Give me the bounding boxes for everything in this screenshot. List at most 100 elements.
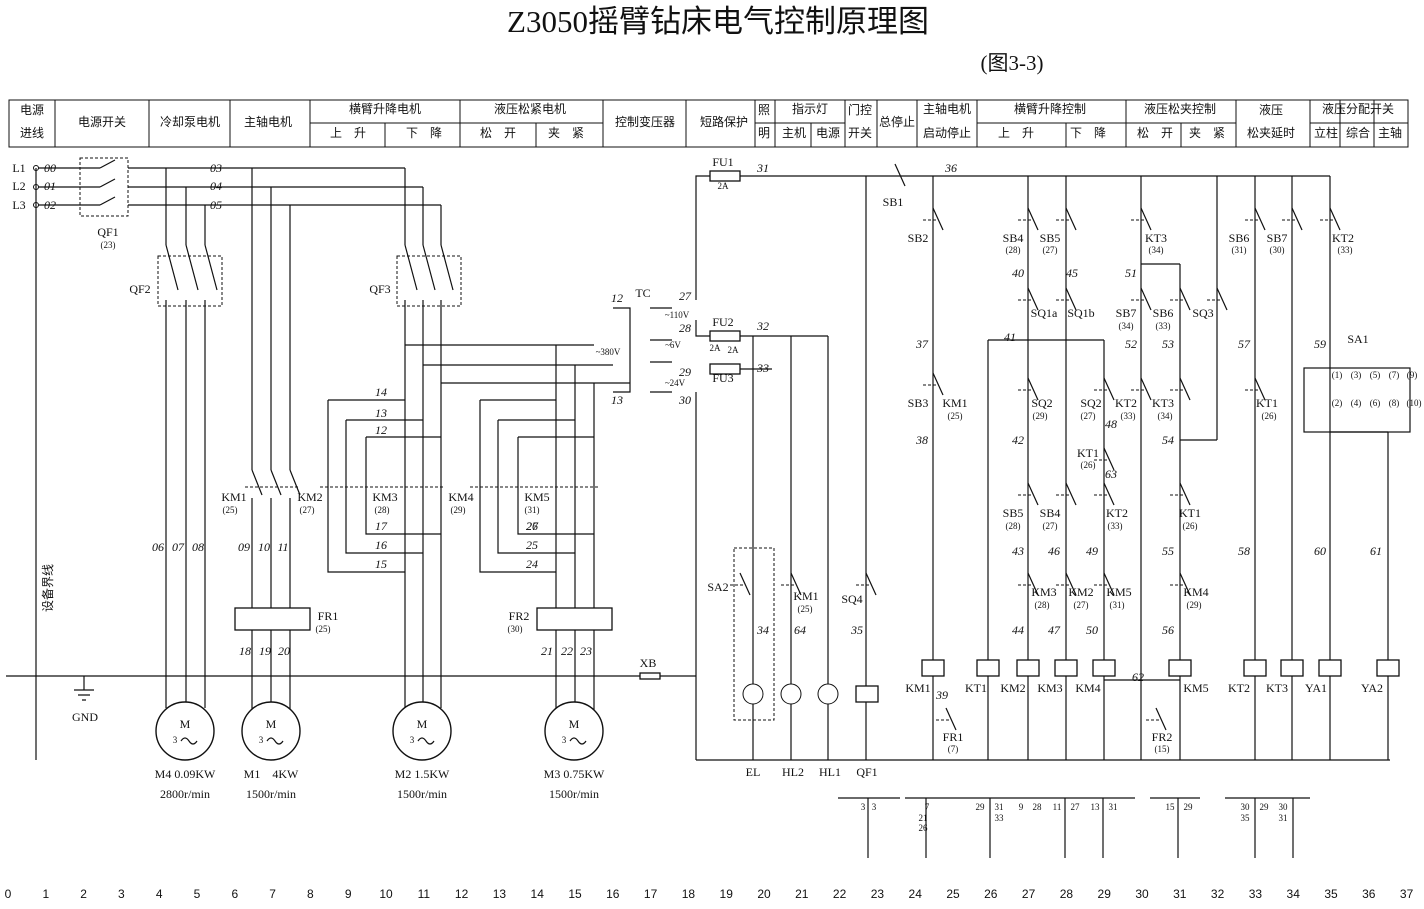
component-label: SB6 [1229, 231, 1250, 245]
cross-reference: 30 [1279, 802, 1289, 812]
wire-number: 44 [1012, 623, 1024, 637]
wire-number: 20 [278, 644, 290, 658]
wire-number: 50 [1086, 623, 1098, 637]
wire-number: 24 [526, 557, 538, 571]
component-label: SB5 [1040, 231, 1061, 245]
component-label: KT2 [1228, 681, 1250, 695]
reference-number: ~24V [665, 378, 686, 388]
wire-number: 47 [1048, 623, 1061, 637]
motor-rating: M1 4KW [244, 767, 299, 781]
phase-label: L1 [12, 161, 25, 175]
motor-speed: 1500r/min [246, 787, 296, 801]
wire-number: 15 [375, 557, 387, 571]
column-number: 19 [720, 887, 734, 901]
cross-reference: 33 [995, 813, 1005, 823]
wire-number: 12 [611, 291, 623, 305]
reference-number: (27) [1043, 245, 1058, 255]
cross-reference: 31 [1279, 813, 1288, 823]
motor-speed: 1500r/min [549, 787, 599, 801]
sa1-position: (10) [1407, 398, 1422, 408]
component-label: SQ2 [1080, 396, 1101, 410]
column-number: 8 [307, 887, 314, 901]
wire-number: 32 [756, 319, 769, 333]
component-label: KT3 [1145, 231, 1167, 245]
diagram-subtitle: (图3-3) [981, 51, 1044, 75]
column-number: 34 [1287, 887, 1301, 901]
motor-letter: M [180, 717, 191, 731]
component-label: KM1 [905, 681, 930, 695]
header-top-cell: 门控 [848, 102, 872, 117]
wire-number: 19 [259, 644, 271, 658]
cross-reference: 29 [1260, 802, 1270, 812]
cross-reference: 31 [995, 802, 1004, 812]
reference-number: (26) [1183, 521, 1198, 531]
header-bottom-cell: 夹 紧 [1189, 126, 1225, 140]
header-top-cell: 照 [758, 103, 770, 117]
motor-symbol [241, 701, 301, 761]
reference-number: (28) [1035, 600, 1050, 610]
wire-number: 56 [1162, 623, 1174, 637]
column-number: 31 [1173, 887, 1187, 901]
wire-number: 12 [375, 423, 387, 437]
cross-reference: 28 [1033, 802, 1043, 812]
wire-number: 43 [1012, 544, 1024, 558]
ac-symbol [417, 737, 435, 745]
component-label: KM3 [1031, 585, 1056, 599]
component-label: SQ1a [1031, 306, 1058, 320]
column-number: 23 [871, 887, 885, 901]
wire-number: 16 [375, 538, 387, 552]
reference-number: (25) [223, 505, 238, 515]
wire-number: 51 [1125, 266, 1137, 280]
cross-reference: 26 [919, 823, 929, 833]
wire-number: 07 [172, 540, 185, 554]
component-label: QF2 [129, 282, 150, 296]
ac-symbol [569, 737, 587, 745]
component-label: KM4 [1183, 585, 1208, 599]
ac-symbol [180, 737, 198, 745]
component-label: EL [746, 765, 761, 779]
header-bottom-cell: 夹 紧 [548, 126, 584, 140]
cross-reference: 29 [1184, 802, 1194, 812]
column-number: 7 [269, 887, 276, 901]
wire-number: 52 [1125, 337, 1137, 351]
component-label: KM1 [942, 396, 967, 410]
component-label: SB4 [1040, 506, 1061, 520]
column-number: 4 [156, 887, 163, 901]
component-label: TC [635, 286, 650, 300]
cross-reference: 27 [1071, 802, 1081, 812]
component-label: SQ2 [1031, 396, 1052, 410]
header-top-cell: 液压松夹控制 [1144, 101, 1216, 116]
header-top-cell: 横臂升降控制 [1014, 102, 1086, 116]
column-number: 37 [1400, 887, 1414, 901]
component-label: KM4 [448, 490, 473, 504]
component-label: HL1 [819, 765, 841, 779]
component-label: KM3 [1037, 681, 1062, 695]
sa1-position: (2) [1332, 398, 1343, 408]
component-label: SB5 [1003, 506, 1024, 520]
component-label: KM2 [297, 490, 322, 504]
reference-number: (30) [508, 624, 523, 634]
reference-number: (33) [1338, 245, 1353, 255]
wire-number: 23 [580, 644, 592, 658]
cross-reference: 9 [1019, 802, 1024, 812]
header-top-cell: 控制变压器 [615, 114, 675, 129]
column-number: 0 [5, 887, 12, 901]
component-label: KT1 [1256, 396, 1278, 410]
reference-number: (34) [1119, 321, 1134, 331]
component-label: KT3 [1152, 396, 1174, 410]
reference-number: (26) [1262, 411, 1277, 421]
wire-number: 29 [679, 365, 691, 379]
component-label: KM1 [793, 589, 818, 603]
column-number: 33 [1249, 887, 1263, 901]
cross-reference: 11 [1053, 802, 1062, 812]
header-top-cell: 总停止 [879, 114, 915, 129]
wire-number: 34 [756, 623, 769, 637]
component-label: KM2 [1000, 681, 1025, 695]
reference-number: 2A [710, 343, 722, 353]
header-bottom-cell: 下 降 [406, 126, 442, 140]
wire-number: 59 [1314, 337, 1326, 351]
header-bottom-cell: 综合 [1346, 125, 1370, 140]
